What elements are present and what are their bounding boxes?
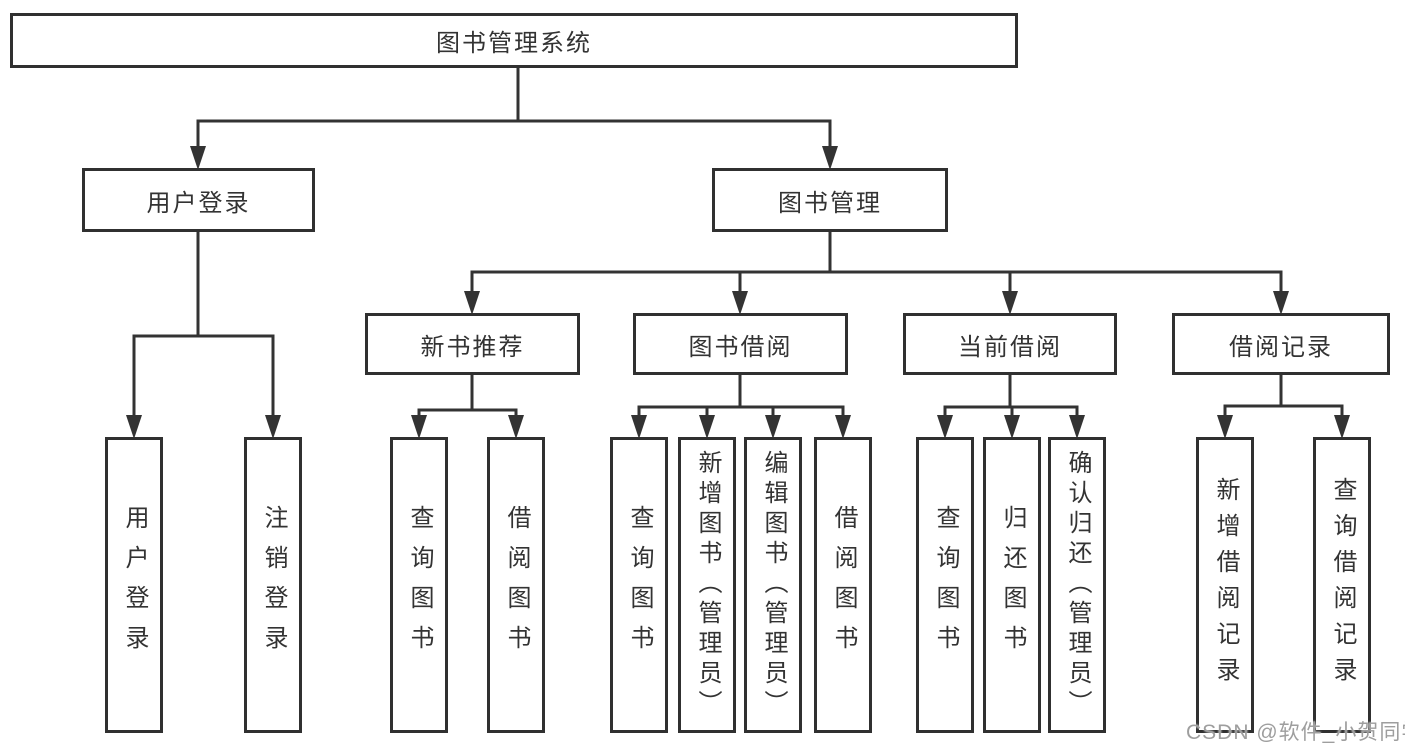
leaf-label: 借阅图书 [830, 505, 857, 665]
leaf-label: 新增借阅记录 [1212, 477, 1239, 693]
leaf-label: 编辑图书（管理员） [760, 450, 787, 720]
leaf-query-borrow-record: 查询借阅记录 [1313, 437, 1371, 733]
leaf-label: 归还图书 [999, 505, 1026, 665]
node-new-book-recommend: 新书推荐 [365, 313, 580, 375]
leaf-add-book-admin: 新增图书（管理员） [678, 437, 736, 733]
connector-current-borrow-to-children [937, 373, 1085, 439]
leaf-query-books-recommend: 查询图书 [390, 437, 448, 733]
leaf-label: 确认归还（管理员） [1064, 450, 1091, 720]
connector-root-to-level2 [190, 66, 838, 170]
leaf-borrow-books-recommend: 借阅图书 [487, 437, 545, 733]
connector-new-book-recommend-to-children [411, 373, 524, 439]
node-book-borrow: 图书借阅 [633, 313, 848, 375]
connector-book-borrow-to-children [631, 373, 851, 439]
leaf-label: 查询借阅记录 [1329, 477, 1356, 693]
node-borrow-records: 借阅记录 [1172, 313, 1390, 375]
connector-user-login-to-children [126, 230, 281, 439]
connector-book-management-to-level3 [464, 230, 1289, 315]
leaf-return-book: 归还图书 [983, 437, 1041, 733]
leaf-label: 新增图书（管理员） [694, 450, 721, 720]
connector-borrow-records-to-children [1217, 373, 1350, 439]
csdn-watermark: CSDN @软件_小贺同学 [1186, 721, 1405, 744]
leaf-label: 借阅图书 [503, 505, 530, 665]
node-current-borrow: 当前借阅 [903, 313, 1117, 375]
leaf-logout: 注销登录 [244, 437, 302, 733]
leaf-label: 用户登录 [121, 505, 148, 665]
leaf-user-login: 用户登录 [105, 437, 163, 733]
node-root: 图书管理系统 [10, 13, 1018, 68]
leaf-add-borrow-record: 新增借阅记录 [1196, 437, 1254, 733]
leaf-label: 注销登录 [260, 505, 287, 665]
node-book-management: 图书管理 [712, 168, 948, 232]
leaf-confirm-return-admin: 确认归还（管理员） [1048, 437, 1106, 733]
leaf-label: 查询图书 [932, 505, 959, 665]
leaf-label: 查询图书 [406, 505, 433, 665]
leaf-query-books-current: 查询图书 [916, 437, 974, 733]
leaf-borrow-books: 借阅图书 [814, 437, 872, 733]
leaf-label: 查询图书 [626, 505, 653, 665]
leaf-edit-book-admin: 编辑图书（管理员） [744, 437, 802, 733]
leaf-query-books-borrow: 查询图书 [610, 437, 668, 733]
node-user-login: 用户登录 [82, 168, 315, 232]
